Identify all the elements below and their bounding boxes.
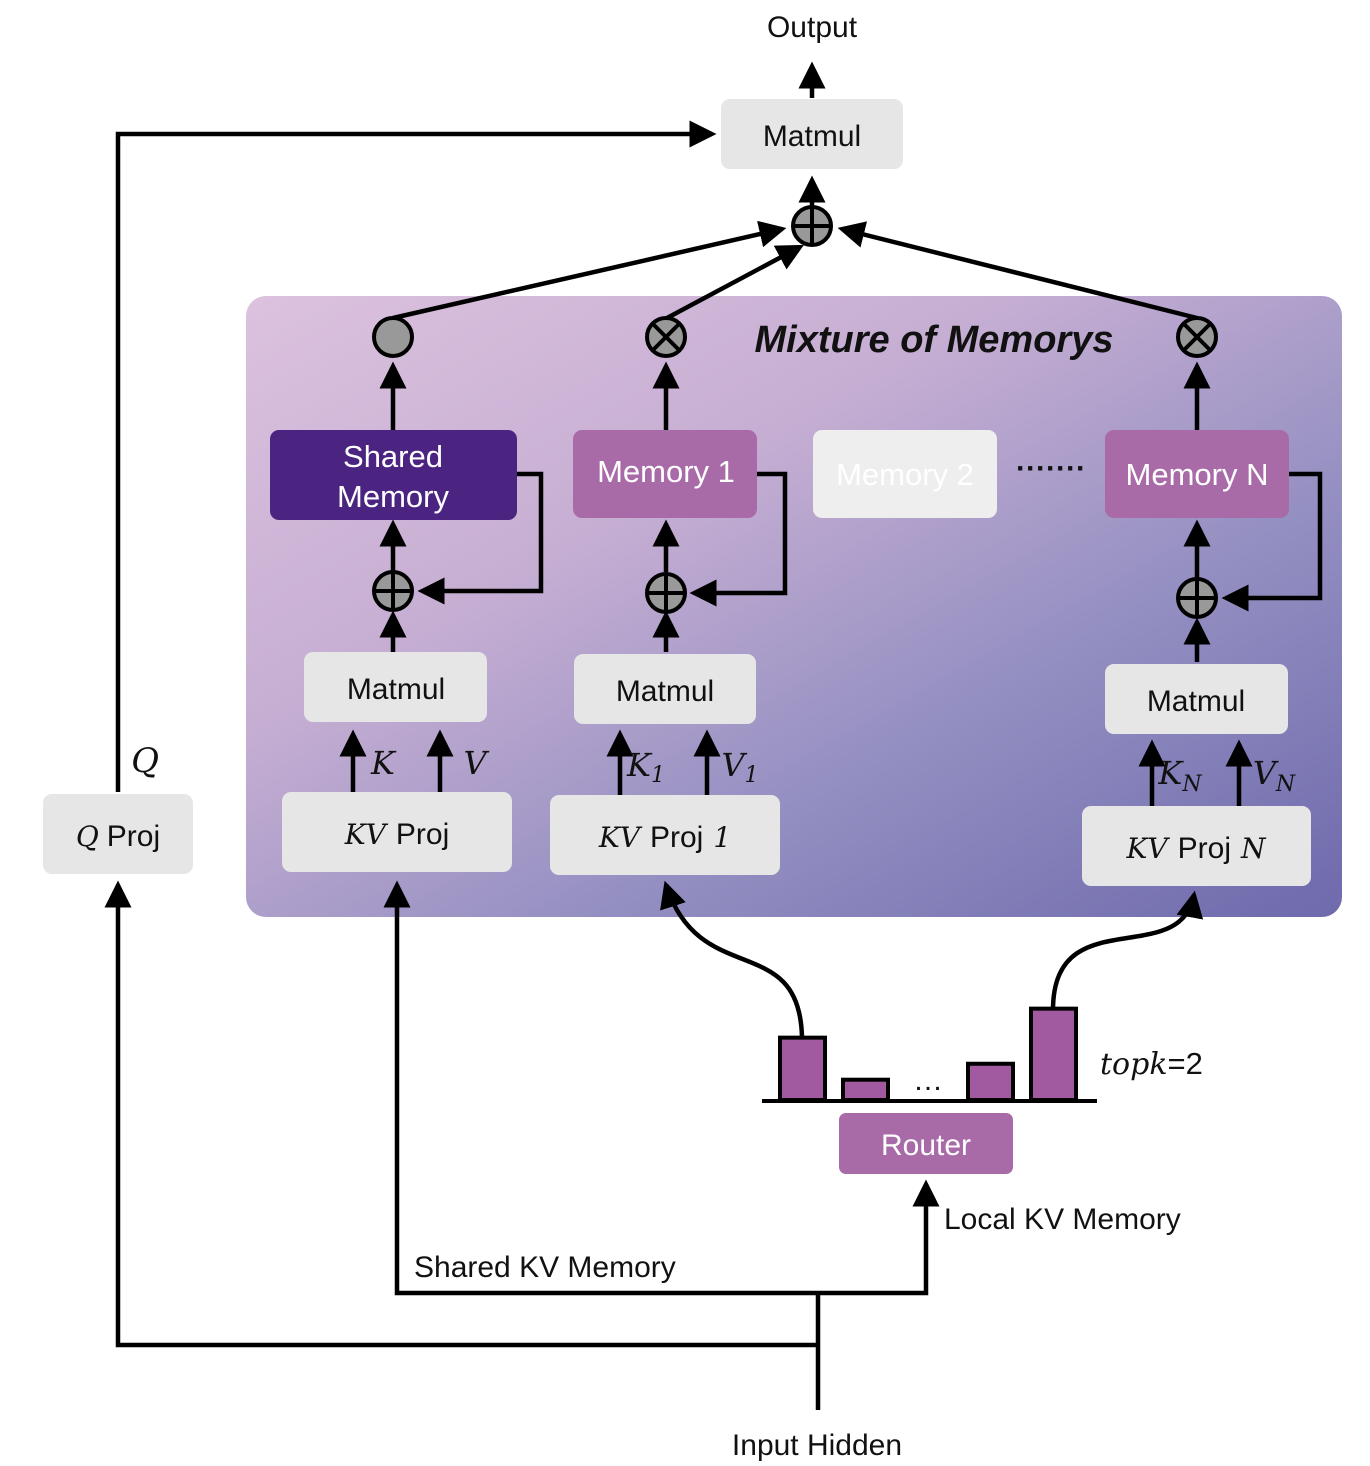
router-bar-4: [1029, 1006, 1078, 1103]
svg-text:Shared: Shared: [343, 439, 443, 474]
svg-text:Matmul: Matmul: [347, 673, 445, 706]
mem1-sum-node: [645, 572, 687, 614]
shared-matmul-box: Matmul: [304, 652, 487, 722]
memn-to-sum-wire: [837, 221, 1198, 321]
mem1-multiply-node: [645, 316, 687, 358]
shared-kv-memory-label: Shared KV Memory: [414, 1251, 676, 1284]
svg-text:Matmul: Matmul: [616, 675, 714, 708]
v1-label: V1: [721, 746, 758, 788]
shared-output-node: [372, 316, 414, 358]
memn-sum-node: [1176, 577, 1218, 619]
svg-text:Memory N: Memory N: [1126, 457, 1269, 492]
router-box: Router: [839, 1113, 1013, 1174]
svg-text:Memory: Memory: [337, 479, 449, 514]
svg-text:Memory 2: Memory 2: [836, 457, 974, 492]
router-to-kvprojn-curve: [1050, 890, 1204, 1011]
shared-memory-box: Shared Memory: [270, 430, 517, 520]
q-symbol: Q: [131, 741, 159, 781]
v-label: V: [463, 744, 489, 782]
memory-2-box: Memory 2: [813, 430, 997, 518]
shared-sum-node: [372, 570, 414, 612]
local-kv-memory-label: Local KV Memory: [944, 1203, 1181, 1236]
topk-label: topk=2: [1100, 1046, 1203, 1082]
local-kv-wire: [818, 1179, 940, 1296]
memory-1-box: Memory 1: [573, 430, 757, 518]
k1-label: K1: [626, 746, 665, 788]
svg-text:Matmul: Matmul: [763, 120, 861, 153]
svg-text:Router: Router: [881, 1129, 971, 1162]
k-label: K: [370, 744, 397, 782]
input-hidden-label: Input Hidden: [732, 1429, 902, 1462]
mixture-of-memorys-panel: [246, 296, 1342, 917]
q-input-wire: [104, 880, 818, 1348]
memn-feedback-wire: [1221, 471, 1323, 612]
shared-to-sum-wire: [392, 220, 787, 321]
router-to-kvproj1-curve: [660, 880, 805, 1039]
memn-matmul-box: Matmul: [1105, 664, 1288, 734]
mixture-of-memorys-title: Mixture of Memorys: [755, 319, 1114, 361]
svg-text:Memory 1: Memory 1: [597, 454, 735, 489]
memory-n-box: Memory N: [1105, 430, 1289, 518]
shared-kv-wire: [383, 880, 818, 1296]
q-to-matmul-wire: [115, 120, 717, 792]
mem1-matmul-box: Matmul: [574, 654, 756, 724]
output-label: Output: [767, 11, 858, 44]
svg-text:Matmul: Matmul: [1147, 685, 1245, 718]
shared-feedback-wire: [417, 471, 544, 605]
router-score-bars: [778, 1006, 1078, 1103]
router-bar-2: [841, 1077, 890, 1102]
memory-ellipsis: ·······: [1016, 452, 1086, 485]
mem1-to-sum-wire: [665, 244, 804, 320]
output-matmul-box: Matmul: [721, 99, 903, 169]
mem1-feedback-wire: [689, 471, 788, 607]
kn-label: KN: [1157, 754, 1202, 797]
router-bar-3: [966, 1061, 1015, 1102]
memn-multiply-node: [1176, 316, 1218, 358]
router-bar-1: [778, 1035, 827, 1103]
top-sum-node: [791, 205, 833, 247]
router-bar-ellipsis: …: [913, 1064, 943, 1097]
vn-label: VN: [1253, 754, 1296, 797]
